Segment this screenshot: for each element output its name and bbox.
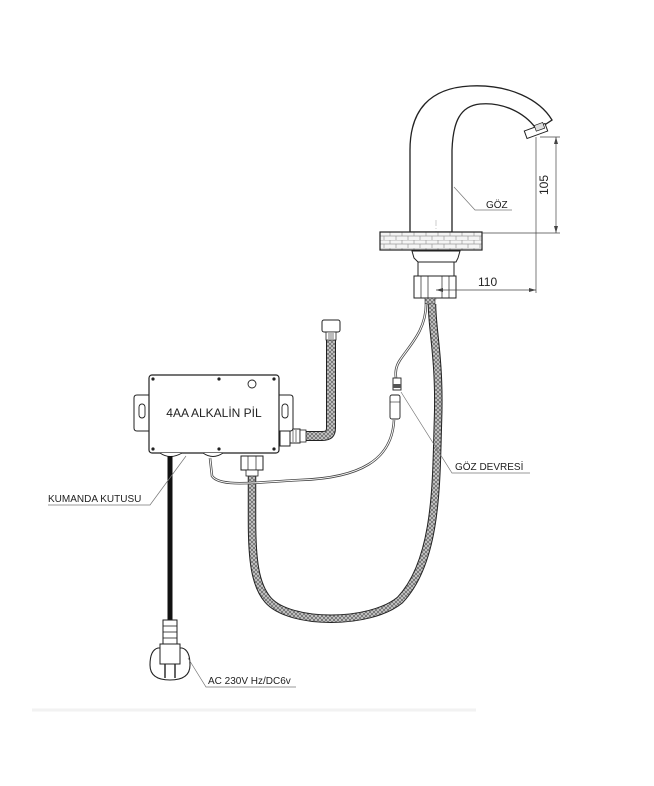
base-flange	[411, 250, 461, 263]
faucet-spout	[409, 85, 553, 233]
faucet	[379, 85, 553, 305]
braided-hose-supply	[300, 340, 336, 441]
power-callout: AC 230V Hz/DC6v	[187, 657, 296, 688]
control-box-label: KUMANDA KUTUSU	[48, 494, 141, 505]
braided-hose-faucet	[247, 303, 443, 623]
sensor-circuit-label: GÖZ DEVRESİ	[455, 460, 523, 473]
base-shank	[417, 261, 455, 277]
control-box: 4AA ALKALİN PİL	[133, 374, 294, 477]
sensor-eye-label: GÖZ	[486, 199, 508, 211]
supply-connector	[321, 319, 341, 341]
dimension-110: 110	[436, 137, 537, 293]
dimension-105-label: 105	[537, 175, 551, 195]
control-box-text: 4AA ALKALİN PİL	[166, 406, 262, 420]
sensor-eye-callout: GÖZ	[453, 186, 512, 211]
countertop	[379, 231, 483, 251]
control-box-callout: KUMANDA KUTUSU	[48, 455, 187, 506]
power-plug	[149, 619, 191, 681]
dimension-105: 105	[482, 136, 560, 234]
power-label: AC 230V Hz/DC6v	[208, 676, 291, 687]
sensor-cable	[208, 303, 428, 485]
aerator	[523, 122, 549, 140]
sensor-circuit-callout: GÖZ DEVRESİ	[400, 391, 530, 474]
mounting-nut	[413, 275, 457, 299]
dimension-110-label: 110	[478, 275, 497, 289]
